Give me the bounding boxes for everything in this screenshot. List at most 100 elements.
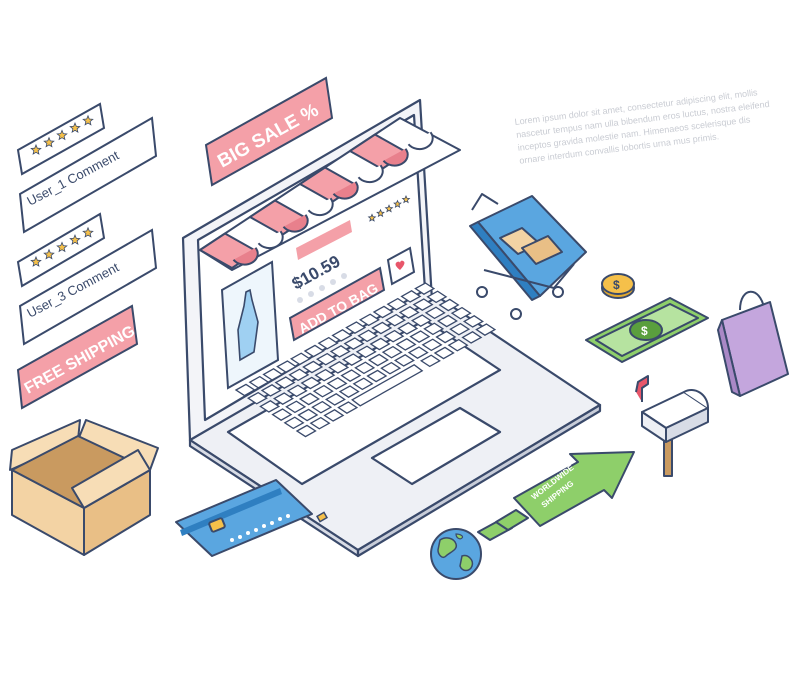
keyboard-key	[366, 369, 388, 383]
store-awning	[199, 117, 461, 271]
star-icon	[56, 241, 68, 253]
keyboard-key	[260, 384, 282, 397]
keyboard-key	[328, 361, 350, 374]
screen-dots	[297, 273, 347, 303]
keyboard-key	[355, 345, 377, 359]
keyboard-key	[369, 337, 391, 351]
review-card-2-stars	[16, 212, 106, 288]
keyboard-key	[398, 306, 420, 319]
star-icon	[384, 204, 394, 213]
keyboard-key	[393, 354, 415, 367]
keyboard-key	[234, 383, 256, 397]
awning-scallop	[382, 148, 409, 167]
awning-scallop	[332, 181, 359, 200]
cart-wheel	[552, 286, 564, 298]
keyboard-key	[302, 360, 324, 374]
keyboard-key	[298, 392, 320, 406]
keyboard-key	[331, 329, 353, 342]
keyboard-key	[449, 322, 471, 336]
keyboard-key	[412, 298, 434, 311]
cardboard-box	[9, 419, 159, 556]
keyboard-key	[314, 368, 336, 382]
keyboard-key	[372, 305, 394, 319]
keyboard-key	[246, 391, 268, 405]
keyboard-key	[424, 306, 446, 320]
keyboard-key	[323, 409, 345, 422]
keyboard-key	[450, 306, 472, 320]
keyboard-key	[326, 377, 348, 390]
keyboard-key	[409, 330, 431, 343]
keyboard-key	[289, 352, 311, 366]
star-icon	[367, 213, 377, 222]
keyboard-key	[436, 314, 458, 328]
wishlist-button[interactable]	[386, 246, 416, 286]
usb-port	[316, 511, 328, 523]
keyboard-key	[312, 384, 334, 398]
keyboard-key	[461, 331, 483, 344]
awning-scallop	[282, 214, 309, 233]
space-bar-key	[351, 364, 424, 407]
keyboard-key	[272, 392, 294, 405]
keyboard-key	[358, 313, 380, 327]
star-icon	[401, 194, 411, 204]
laptop-base-edge-right	[356, 403, 602, 558]
awning-scallop	[257, 230, 284, 250]
keyboard-key	[309, 416, 331, 430]
keyboard-key	[371, 321, 393, 335]
keyboard-key	[286, 384, 308, 398]
keyboard-key	[259, 400, 281, 413]
star-icon	[30, 255, 42, 267]
shopping-bag	[717, 290, 789, 397]
keyboard-key	[426, 290, 448, 304]
star-icon	[69, 122, 81, 133]
keyboard-key	[435, 330, 457, 344]
mailbox-flag	[635, 375, 649, 402]
keyboard-key	[407, 346, 429, 359]
cart-boxes	[499, 227, 563, 265]
keyboard-key	[341, 353, 363, 366]
keyboard-key	[285, 400, 307, 414]
star-icon	[393, 199, 402, 208]
product-card	[220, 260, 280, 390]
keyboard-key	[414, 282, 436, 295]
keyboard-key	[295, 424, 317, 438]
globe-icon	[430, 528, 482, 580]
cart-wheel	[476, 286, 488, 298]
keyboard-key	[357, 329, 379, 343]
review-card-1-stars	[16, 102, 106, 176]
coin: $	[601, 273, 635, 299]
keyboard-key	[345, 321, 367, 334]
touchpad[interactable]	[370, 406, 502, 486]
keyboard-keys	[234, 282, 497, 438]
keyboard-key	[343, 337, 365, 350]
star-icon	[30, 143, 42, 155]
keyboard-key	[384, 313, 406, 327]
keyboard-key	[283, 416, 305, 430]
awning-scallop	[407, 131, 434, 151]
keyboard-key	[433, 346, 455, 360]
keyboard-key	[337, 401, 359, 414]
keyboard-key	[438, 298, 460, 312]
filler-text-block: Lorem ipsum dolor sit amet, consectetur …	[514, 87, 770, 166]
keyboard-key	[274, 376, 296, 389]
mailbox	[635, 375, 709, 477]
keyboard-key	[354, 361, 376, 375]
cart-wheel	[510, 308, 522, 320]
star-icon	[376, 208, 385, 218]
keyboard-key	[421, 338, 443, 352]
dollar-icon: $	[641, 324, 648, 338]
keyboard-key	[276, 360, 298, 373]
heart-icon	[395, 260, 405, 270]
price-tag-bar	[296, 220, 352, 260]
product-stars	[367, 194, 411, 222]
keyboard-key	[297, 408, 319, 422]
keyboard-key	[395, 338, 417, 351]
keyboard-key	[462, 315, 484, 328]
keyboard-key	[300, 376, 322, 390]
keyboard-key	[423, 322, 445, 336]
keyboard-key	[317, 336, 339, 350]
keyboard-key	[380, 361, 402, 375]
keyboard-key	[248, 375, 270, 389]
keyboard-key	[383, 329, 405, 343]
